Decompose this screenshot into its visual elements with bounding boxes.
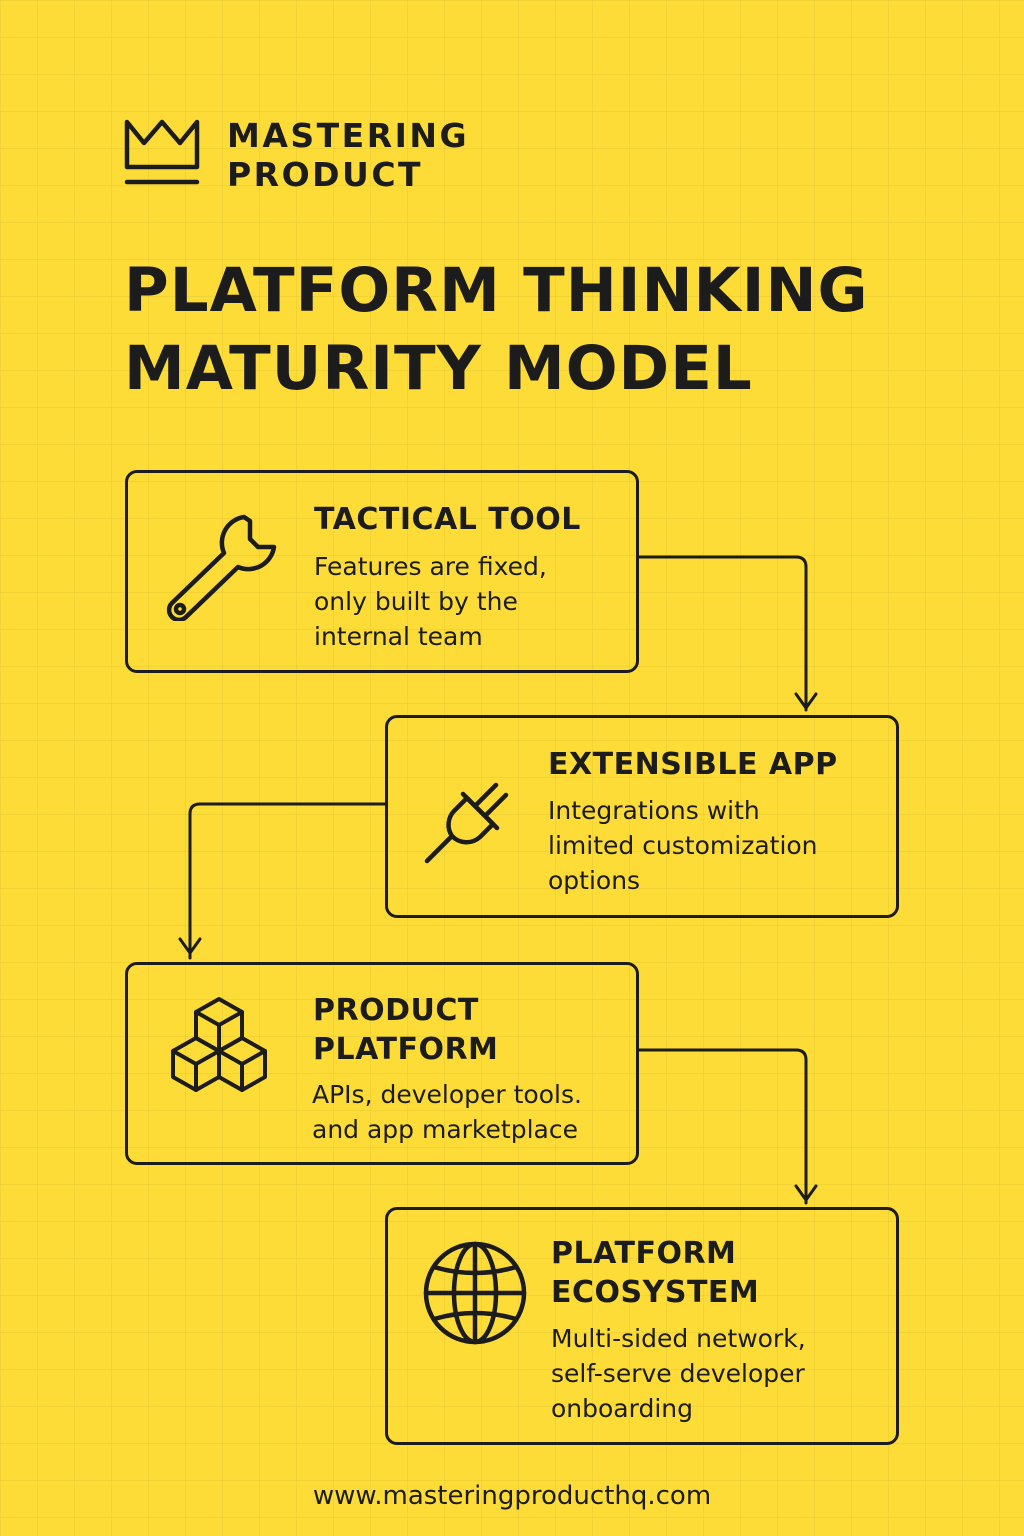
stage-card-tactical-tool: TACTICAL TOOL Features are fixed, only b… xyxy=(125,470,639,673)
stage-description: APIs, developer tools. and app marketpla… xyxy=(312,1077,582,1147)
stage-description-line: and app marketplace xyxy=(312,1115,578,1144)
stage-title-line: PLATFORM xyxy=(551,1236,737,1271)
stage-description-line: Multi-sided network, xyxy=(551,1324,806,1353)
stage-description-line: Integrations with xyxy=(548,796,760,825)
stage-description-line: internal team xyxy=(314,622,483,651)
stage-description: Multi-sided network, self-serve develope… xyxy=(551,1321,806,1426)
plug-icon xyxy=(422,776,522,866)
stage-description: Features are fixed, only built by the in… xyxy=(314,549,547,654)
page-title: PLATFORM THINKING MATURITY MODEL xyxy=(124,252,1004,408)
stage-title: PRODUCT PLATFORM xyxy=(313,991,498,1069)
stage-card-product-platform: PRODUCT PLATFORM APIs, developer tools. … xyxy=(125,962,639,1165)
connector-2-3 xyxy=(188,802,387,960)
stage-card-extensible-app: EXTENSIBLE APP Integrations with limited… xyxy=(385,715,899,918)
page-title-line2: MATURITY MODEL xyxy=(124,333,753,404)
stage-title: TACTICAL TOOL xyxy=(314,500,581,539)
stage-title-line: PRODUCT xyxy=(313,993,479,1028)
arrowhead-2-3 xyxy=(178,937,202,955)
stage-title: PLATFORM ECOSYSTEM xyxy=(551,1234,759,1312)
stage-title: EXTENSIBLE APP xyxy=(548,745,838,784)
stage-description-line: APIs, developer tools. xyxy=(312,1080,582,1109)
brand-name-line2: PRODUCT xyxy=(227,155,424,194)
stage-description: Integrations with limited customization … xyxy=(548,793,818,898)
stage-title-line: ECOSYSTEM xyxy=(551,1275,760,1310)
stage-description-line: Features are fixed, xyxy=(314,552,547,581)
stage-description-line: options xyxy=(548,866,641,895)
globe-icon xyxy=(421,1239,529,1347)
crown-icon xyxy=(124,116,200,188)
arrowhead-3-4 xyxy=(794,1184,818,1202)
wrench-icon xyxy=(164,511,280,621)
cubes-icon xyxy=(164,995,274,1105)
footer-url: www.masteringproducthq.com xyxy=(312,1481,712,1511)
arrowhead-1-2 xyxy=(794,692,818,710)
stage-description-line: self-serve developer xyxy=(551,1359,805,1388)
stage-title-line: PLATFORM xyxy=(313,1032,499,1067)
stage-title-line: EXTENSIBLE APP xyxy=(548,747,838,782)
connector-1-2 xyxy=(637,555,808,712)
stage-description-line: limited customization xyxy=(548,831,818,860)
stage-description-line: only built by the xyxy=(314,587,518,616)
stage-card-platform-ecosystem: PLATFORM ECOSYSTEM Multi-sided network, … xyxy=(385,1207,899,1445)
brand-name-line1: MASTERING xyxy=(227,116,470,155)
page-title-line1: PLATFORM THINKING xyxy=(124,255,869,326)
connector-3-4 xyxy=(637,1048,808,1205)
stage-title-line: TACTICAL TOOL xyxy=(314,502,581,537)
stage-description-line: onboarding xyxy=(551,1394,693,1423)
brand-name: MASTERING PRODUCT xyxy=(227,116,469,194)
